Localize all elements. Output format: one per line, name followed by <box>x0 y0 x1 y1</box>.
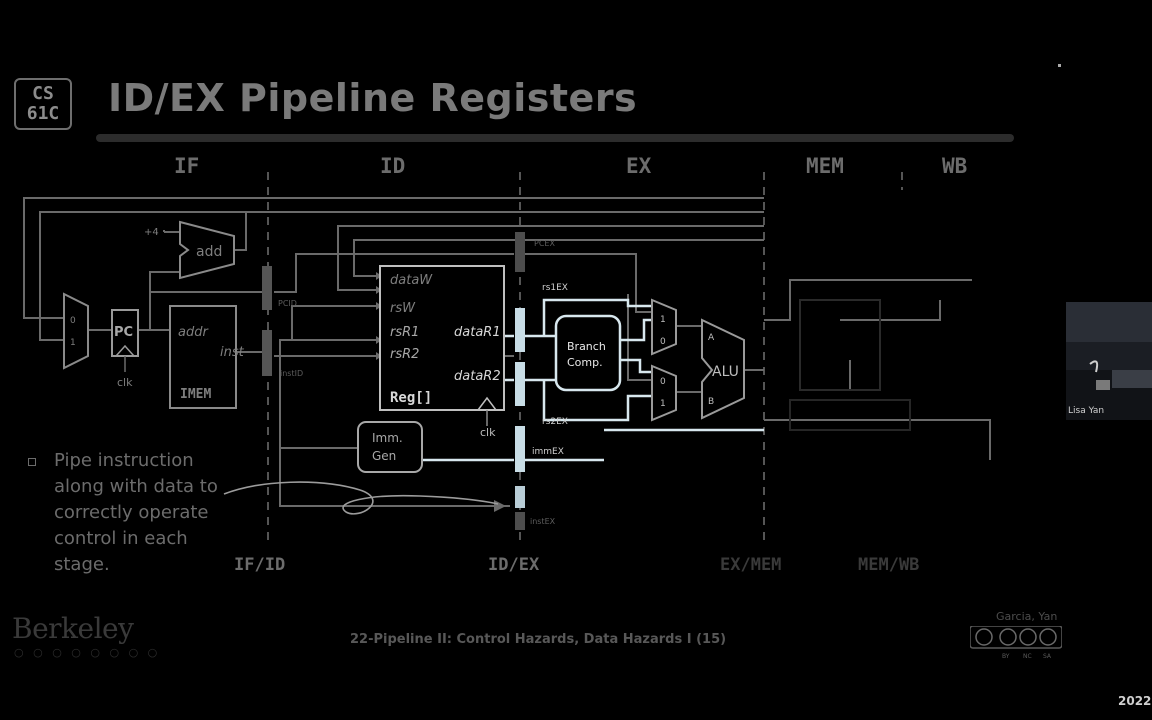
alu-label: ALU <box>712 364 739 380</box>
amux-1-label: 1 <box>660 315 666 325</box>
amux-0-label: 0 <box>660 337 666 347</box>
bmux-1-label: 1 <box>660 399 666 409</box>
mux1-label: 1 <box>70 338 76 348</box>
bullet-text: Pipe instruction along with data to corr… <box>54 450 218 575</box>
rs1-ex-label: rs1EX <box>542 283 568 293</box>
alu-unit <box>701 318 745 420</box>
rsR2-label: rsR2 <box>390 347 419 362</box>
pc-adder <box>179 220 235 280</box>
cursor-dot <box>1058 64 1061 67</box>
imm-ex-label: immEX <box>532 447 564 457</box>
cc-icon <box>975 628 993 646</box>
title-underline <box>96 134 1014 142</box>
plus4-label: +4 <box>144 227 159 238</box>
bullet-point: Pipe instruction along with data to corr… <box>28 448 228 578</box>
id-ex-label: ID/EX <box>488 555 540 575</box>
logo-line-1: CS <box>32 83 54 104</box>
imem-block <box>169 305 237 409</box>
add-label: add <box>196 244 222 260</box>
inst-label: inst <box>220 345 245 360</box>
pc-ex-label: PCEX <box>534 239 555 248</box>
logo-line-2: 61C <box>26 103 60 124</box>
if-id-label: IF/ID <box>234 555 285 575</box>
cc-nc-label: NC <box>1023 653 1032 660</box>
id-ex-dataR2-register <box>515 362 525 406</box>
stage-label-mem: MEM <box>806 154 844 178</box>
cc-by-label: BY <box>1002 653 1010 660</box>
pc-mux <box>63 292 89 370</box>
alu-a-mux <box>651 298 677 356</box>
sa-icon <box>1039 628 1057 646</box>
branch-label-1: Branch <box>567 340 606 353</box>
register-file <box>379 265 505 411</box>
ex-mem-label: EX/MEM <box>720 555 781 575</box>
branch-comparator <box>554 314 622 392</box>
slide-authors: Garcia, Yan <box>996 610 1058 623</box>
mem-wb-label: MEM/WB <box>858 555 919 575</box>
imem-label: IMEM <box>180 387 211 402</box>
branch-label-2: Comp. <box>567 356 603 369</box>
imm-gen <box>357 421 423 473</box>
cs61c-logo: CS 61C <box>14 78 72 130</box>
pc-id-label: PCID <box>278 299 297 308</box>
bmux-0-label: 0 <box>660 377 666 387</box>
rsW-label: rsW <box>390 301 416 316</box>
id-ex-pc-register <box>515 232 525 272</box>
pc-label: PC <box>114 325 133 340</box>
rs2-ex-label: rs2EX <box>542 417 568 427</box>
addr-label: addr <box>178 325 209 340</box>
pc-clk-label: clk <box>117 376 133 389</box>
cc-sa-label: SA <box>1043 653 1052 660</box>
id-ex-dataR1-register <box>515 308 525 352</box>
if-id-inst-register <box>262 330 272 376</box>
dataR1-label: dataR1 <box>454 325 501 340</box>
reg-clk-label: clk <box>480 426 496 439</box>
alu-b-mux <box>651 364 677 422</box>
dataR2-label: dataR2 <box>454 369 501 384</box>
reg-label: Reg[] <box>390 390 432 406</box>
recording-date: 2022- <box>1118 694 1152 708</box>
stage-label-if: IF <box>174 154 200 178</box>
stage-label-id: ID <box>380 154 406 178</box>
alu-a-label: A <box>708 333 715 343</box>
creative-commons-badge: BY NC SA <box>970 626 1062 660</box>
id-ex-inst-register <box>515 486 525 508</box>
slide-title: ID/EX Pipeline Registers <box>108 76 638 120</box>
id-ex-imm-register <box>515 426 525 472</box>
berkeley-social-icons: ○ ○ ○ ○ ○ ○ ○ ○ <box>14 646 161 659</box>
imm-label-2: Gen <box>372 449 396 463</box>
berkeley-logo: Berkeley <box>12 612 134 645</box>
mux0-label: 0 <box>70 316 76 326</box>
handwritten-annotation <box>223 481 499 515</box>
stage-label-wb: WB <box>942 154 968 178</box>
slide-footer: 22-Pipeline II: Control Hazards, Data Ha… <box>350 632 727 647</box>
webcam-thumbnail[interactable]: Lisa Yan <box>1066 302 1152 420</box>
webcam-video <box>1066 302 1152 420</box>
inst-ex-label: instEX <box>530 517 556 526</box>
bullet-marker <box>28 458 36 466</box>
by-icon <box>999 628 1017 646</box>
rsR1-label: rsR1 <box>390 325 419 340</box>
stage-label-ex: EX <box>626 154 652 178</box>
imm-label-1: Imm. <box>372 431 403 445</box>
webcam-name: Lisa Yan <box>1068 406 1105 416</box>
alu-b-label: B <box>708 397 714 407</box>
pc-register <box>111 309 139 357</box>
if-id-pc-register <box>262 266 272 310</box>
inst-id-label: instID <box>280 369 303 378</box>
dataW-label: dataW <box>390 273 433 288</box>
nc-icon <box>1019 628 1037 646</box>
